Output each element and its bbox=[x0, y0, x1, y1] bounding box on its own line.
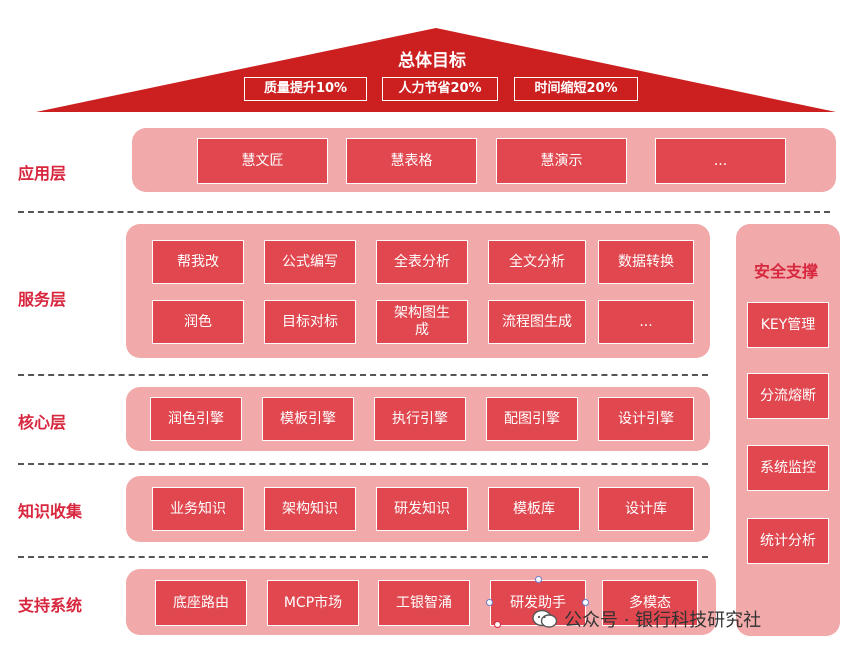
knowledge-item-architecture: 架构知识 bbox=[264, 487, 356, 531]
core-item-template-engine: 模板引擎 bbox=[262, 397, 354, 441]
security-item-key: KEY管理 bbox=[747, 302, 829, 348]
app-item-biaoge: 慧表格 bbox=[346, 138, 477, 184]
app-item-yanshi: 慧演示 bbox=[496, 138, 627, 184]
service-item-bangwogai: 帮我改 bbox=[152, 240, 244, 284]
divider-knowledge bbox=[18, 556, 708, 558]
layer-label-app: 应用层 bbox=[18, 164, 67, 183]
support-item-rnd-assistant: 研发助手 bbox=[490, 580, 586, 626]
wechat-icon bbox=[532, 609, 558, 629]
security-title: 安全支撑 bbox=[753, 262, 818, 281]
roof-triangle bbox=[36, 28, 836, 112]
app-item-more: ... bbox=[655, 138, 786, 184]
knowledge-item-design-lib: 设计库 bbox=[598, 487, 694, 531]
watermark-text: 公众号 · 银行科技研究社 bbox=[564, 610, 762, 631]
resize-handle-top[interactable] bbox=[535, 576, 542, 583]
service-item-benchmark: 目标对标 bbox=[264, 300, 356, 344]
service-item-data-convert: 数据转换 bbox=[598, 240, 694, 284]
support-item-routing: 底座路由 bbox=[155, 580, 247, 626]
knowledge-item-business: 业务知识 bbox=[152, 487, 244, 531]
layer-label-knowledge: 知识收集 bbox=[18, 502, 83, 521]
resize-handle-left[interactable] bbox=[486, 599, 493, 606]
layer-label-service: 服务层 bbox=[18, 290, 67, 309]
core-item-polish-engine: 润色引擎 bbox=[150, 397, 242, 441]
security-item-stats: 统计分析 bbox=[747, 518, 829, 564]
service-item-formula: 公式编写 bbox=[264, 240, 356, 284]
goal-item-quality: 质量提升10% bbox=[244, 77, 367, 101]
divider-core bbox=[18, 463, 708, 465]
watermark: 公众号 · 银行科技研究社 bbox=[532, 606, 761, 632]
goal-item-time: 时间缩短20% bbox=[514, 77, 638, 101]
knowledge-item-template-lib: 模板库 bbox=[488, 487, 580, 531]
service-item-polish: 润色 bbox=[152, 300, 244, 344]
divider-app bbox=[18, 211, 830, 213]
support-item-gongyin: 工银智涌 bbox=[378, 580, 470, 626]
security-item-monitor: 系统监控 bbox=[747, 445, 829, 491]
security-item-circuit-breaker: 分流熔断 bbox=[747, 373, 829, 419]
security-panel bbox=[736, 224, 840, 636]
service-item-flowchart: 流程图生成 bbox=[488, 300, 586, 344]
service-item-sheet-analysis: 全表分析 bbox=[376, 240, 468, 284]
resize-handle-right[interactable] bbox=[582, 599, 589, 606]
service-item-text-analysis: 全文分析 bbox=[488, 240, 586, 284]
divider-service bbox=[18, 374, 708, 376]
layer-label-core: 核心层 bbox=[18, 413, 67, 432]
app-item-wenjiang: 慧文匠 bbox=[197, 138, 328, 184]
core-item-design-engine: 设计引擎 bbox=[598, 397, 694, 441]
goal-title: 总体目标 bbox=[398, 51, 466, 71]
knowledge-item-rnd: 研发知识 bbox=[376, 487, 468, 531]
goal-item-labor: 人力节省20% bbox=[382, 77, 498, 101]
layer-label-support: 支持系统 bbox=[18, 596, 83, 615]
service-item-arch-diagram: 架构图生 成 bbox=[376, 300, 468, 344]
core-item-exec-engine: 执行引擎 bbox=[374, 397, 466, 441]
service-item-more: ... bbox=[598, 300, 694, 344]
support-item-multimodal: 多模态 bbox=[602, 580, 698, 626]
core-item-image-engine: 配图引擎 bbox=[486, 397, 578, 441]
support-item-mcp-market: MCP市场 bbox=[267, 580, 359, 626]
resize-handle-bottom-left[interactable] bbox=[494, 621, 501, 628]
